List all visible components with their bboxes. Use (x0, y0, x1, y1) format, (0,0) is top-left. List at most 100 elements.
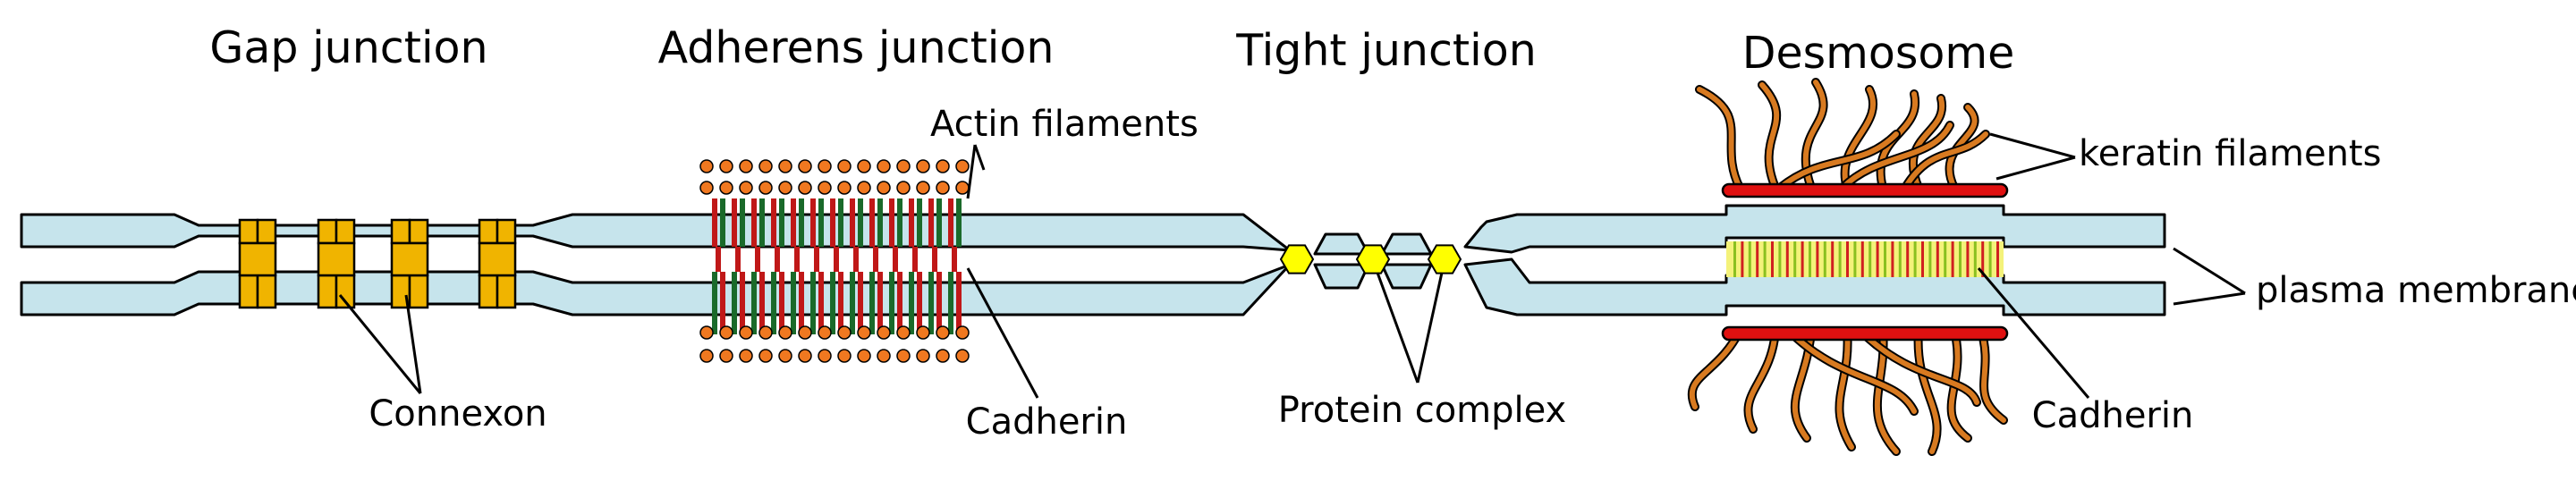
desmosome-cadherin-stripe-24 (1913, 241, 1917, 277)
connexon-2-right-0 (408, 218, 429, 245)
actin-dot-top-1-11 (916, 181, 930, 195)
desmosome-cadherin-stripe-27 (1936, 241, 1939, 277)
actin-dot-top-1-1 (719, 181, 733, 195)
actin-dot-bottom-0-11 (916, 325, 930, 340)
tight-membrane-bottom-1 (1380, 263, 1433, 290)
cadherin-link-10 (912, 247, 918, 272)
desmosome-cadherin-stripe-3 (1756, 241, 1759, 277)
desmosome-cadherin-stripe-9 (1801, 241, 1804, 277)
actin-bar-green-bottom-9 (889, 272, 894, 334)
actin-bar-green-top-1 (740, 198, 745, 247)
actin-bar-green-bottom-3 (771, 272, 776, 334)
actin-bar-red-top-5 (810, 198, 816, 247)
desmosome-cadherin-stripe-14 (1838, 241, 1842, 277)
actin-bar-red-bottom-2 (759, 272, 765, 334)
actin-bar-red-top-1 (732, 198, 737, 247)
actin-bar-red-bottom-10 (917, 272, 922, 334)
actin-bar-red-bottom-5 (818, 272, 824, 334)
actin-bar-red-top-0 (712, 198, 717, 247)
actin-dot-bottom-0-7 (837, 325, 852, 340)
actin-dot-top-1-9 (877, 181, 891, 195)
desmosome-title: Desmosome (1742, 28, 2015, 79)
desmosome-cadherin-stripe-16 (1853, 241, 1857, 277)
leader-line-3 (1996, 156, 2076, 181)
tight-protein-2 (1427, 244, 1462, 274)
cadherin-link-12 (952, 247, 957, 272)
actin-bar-green-bottom-5 (810, 272, 816, 334)
actin-bar-red-bottom-12 (956, 272, 962, 334)
actin-bar-red-bottom-7 (858, 272, 863, 334)
connexon-2-left-0 (390, 218, 411, 245)
actin-dot-top-0-9 (877, 159, 891, 173)
gap-junction-title: Gap junction (209, 22, 487, 73)
actin-bar-green-bottom-12 (948, 272, 953, 334)
connexon-2-right-1 (408, 274, 429, 309)
desmosome-cadherin-stripe-19 (1876, 241, 1879, 277)
desmosome-cadherin-stripe-10 (1809, 241, 1811, 277)
actin-dot-bottom-1-6 (818, 349, 832, 363)
actin-bar-green-top-5 (818, 198, 824, 247)
desmosome-cadherin-stripe-18 (1868, 241, 1872, 277)
connexon-1-bridge (317, 241, 356, 277)
desmosome-cadherin-stripe-8 (1793, 241, 1797, 277)
actin-dot-top-0-5 (798, 159, 812, 173)
desmosome-cadherin-stripe-28 (1944, 241, 1947, 277)
actin-bar-red-top-12 (948, 198, 953, 247)
keratin-filament-top-7 (1777, 131, 1899, 190)
keratin-filament-bottom-3 (1836, 328, 1854, 450)
leader-line-10 (1416, 272, 1444, 384)
actin-bar-green-top-0 (720, 198, 725, 247)
keratin-filament-bottom-6 (1948, 328, 1970, 441)
desmosome-cadherin-stripe-5 (1771, 241, 1774, 277)
keratin-filament-top-8 (1840, 122, 1953, 190)
protein-complex-label: Protein complex (1278, 390, 1566, 431)
connexon-3-right-1 (496, 274, 517, 309)
desmosome-cadherin-stripe-23 (1906, 241, 1910, 277)
actin-bar-red-bottom-11 (936, 272, 942, 334)
lower-membrane-left (20, 263, 1292, 316)
desmosome-cadherin-stripe-25 (1921, 241, 1924, 277)
actin-dot-bottom-1-7 (837, 349, 852, 363)
actin-bar-red-top-9 (889, 198, 894, 247)
keratin-filament-top-6 (1946, 105, 1978, 190)
actin-bar-green-top-3 (779, 198, 784, 247)
lower-membrane-right (1463, 257, 2166, 316)
cadherin-link-5 (814, 247, 819, 272)
actin-bar-red-top-3 (771, 198, 776, 247)
upper-membrane-left (20, 213, 1292, 252)
actin-dot-bottom-1-4 (778, 349, 792, 363)
actin-dot-bottom-1-5 (798, 349, 812, 363)
actin-bar-red-top-2 (751, 198, 757, 247)
cadherin-link-4 (794, 247, 800, 272)
actin-dot-top-1-8 (857, 181, 871, 195)
actin-dot-bottom-0-1 (719, 325, 733, 340)
actin-dot-top-1-5 (798, 181, 812, 195)
actin-dot-bottom-0-9 (877, 325, 891, 340)
keratin-filament-bottom-8 (1786, 328, 1917, 414)
actin-dot-bottom-1-10 (896, 349, 911, 363)
actin-dot-top-1-12 (936, 181, 950, 195)
actin-dot-top-0-11 (916, 159, 930, 173)
actin-dot-top-1-13 (955, 181, 970, 195)
connexon-0-left-1 (238, 274, 259, 309)
actin-bar-red-top-11 (928, 198, 934, 247)
actin-dot-bottom-0-13 (955, 325, 970, 340)
actin-bar-green-bottom-11 (928, 272, 934, 334)
keratin-filament-top-1 (1759, 82, 1780, 190)
tight-junction-title: Tight junction (1235, 25, 1537, 76)
actin-dot-top-1-2 (739, 181, 753, 195)
actin-bar-red-bottom-9 (897, 272, 902, 334)
desmosome-cadherin-stripe-7 (1785, 241, 1789, 277)
connexon-3-left-1 (478, 274, 499, 309)
desmosome-cadherin-stripe-6 (1778, 241, 1782, 277)
actin-bar-green-top-7 (858, 198, 863, 247)
actin-bar-red-bottom-8 (877, 272, 883, 334)
keratin-filament-bottom-7 (1979, 328, 2006, 423)
cadherin-link-9 (893, 247, 898, 272)
cadherin-link-7 (853, 247, 859, 272)
actin-bar-red-bottom-6 (838, 272, 843, 334)
adherens-junction-title: Adherens junction (658, 22, 1055, 73)
desmosome-cadherin-stripe-29 (1951, 241, 1954, 277)
actin-dot-bottom-0-6 (818, 325, 832, 340)
